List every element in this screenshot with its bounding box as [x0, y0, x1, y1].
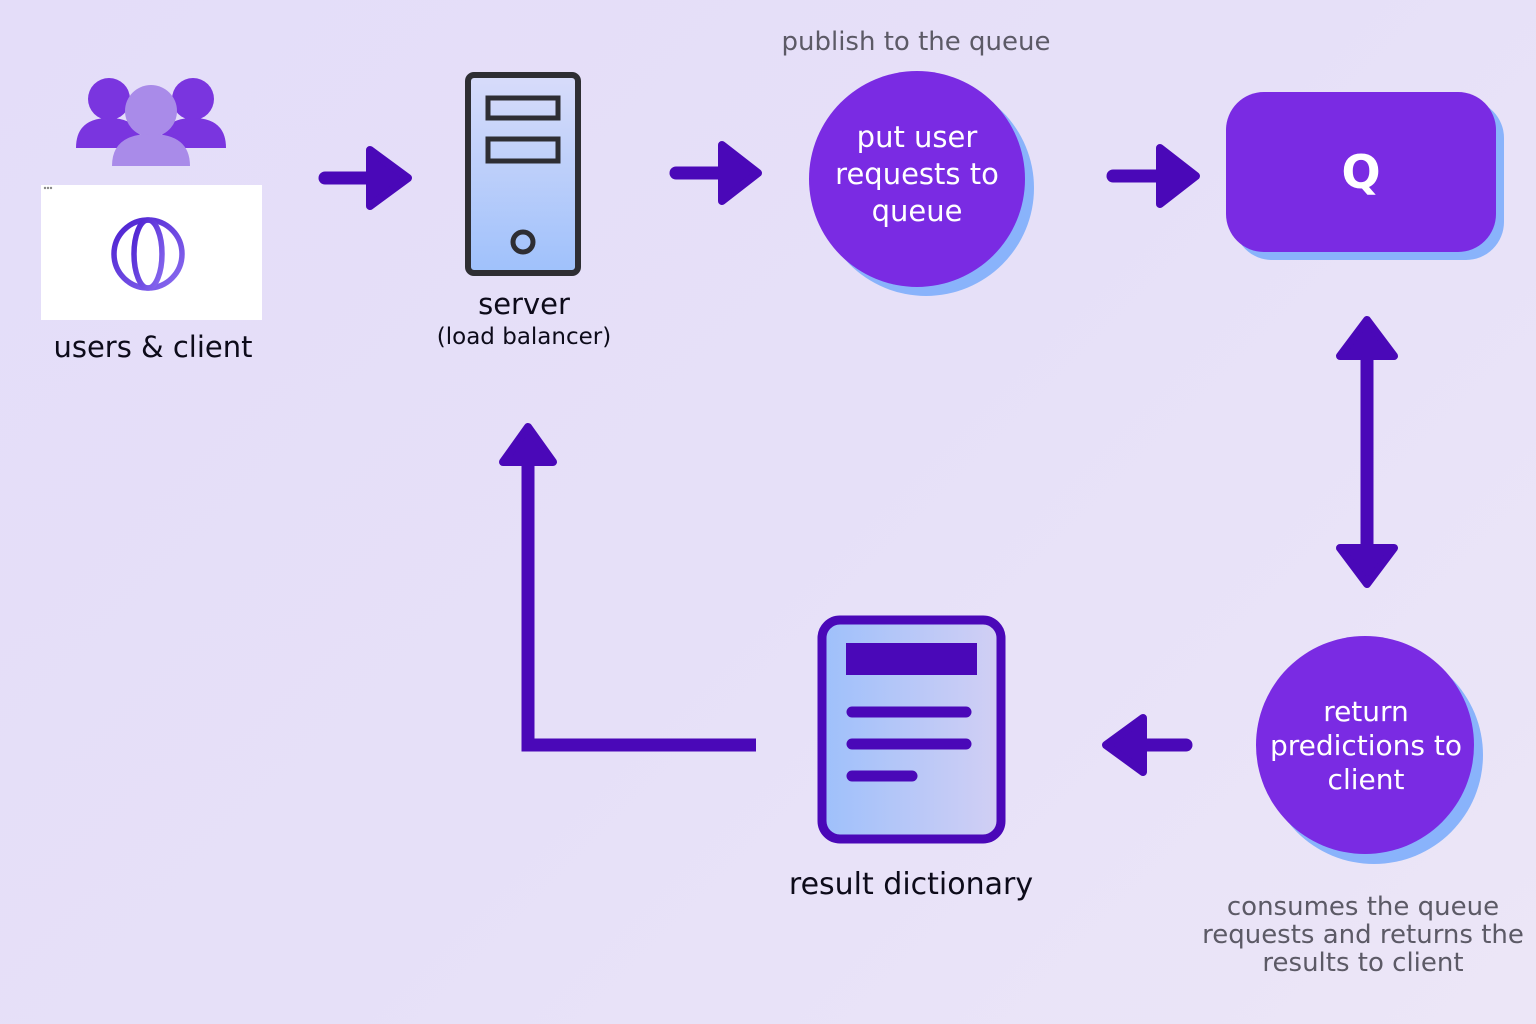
users-group-icon [76, 78, 226, 166]
load-balancer-label: (load balancer) [436, 324, 612, 350]
document-icon [817, 615, 1006, 844]
publish-circle [809, 71, 1034, 296]
arrow-server-to-publish [669, 141, 762, 205]
queue-label: Q [1341, 145, 1381, 199]
users-client-label: users & client [53, 330, 253, 364]
worker-circle [1256, 636, 1483, 864]
worker-note: consumes the queue requests and returns … [1202, 892, 1524, 978]
server-tower-icon [465, 72, 581, 276]
arrow-result-to-server [499, 423, 756, 752]
queue-box [1226, 92, 1504, 260]
publish-note: publish to the queue [781, 27, 1051, 57]
result-dictionary-label: result dictionary [788, 867, 1034, 902]
server-label: server [478, 287, 570, 321]
publish-circle-text: put user requests to queue [835, 119, 999, 228]
arrow-queue-worker-bidirectional [1336, 316, 1398, 588]
worker-circle-text: return predictions to client [1269, 695, 1463, 796]
arrow-users-to-server [318, 146, 412, 210]
arrow-publish-to-queue [1106, 144, 1200, 208]
globe-icon [111, 217, 185, 291]
arrow-worker-to-result [1102, 714, 1193, 776]
